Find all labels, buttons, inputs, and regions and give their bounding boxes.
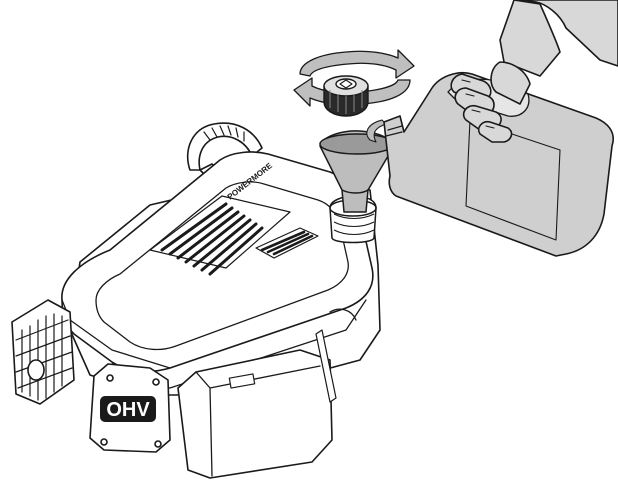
valve-cover-label: OHV [106, 399, 150, 421]
rotation-arrows-icon [293, 49, 415, 107]
oil-container-icon [383, 72, 614, 257]
fuel-tank [177, 349, 333, 479]
lawnmower-engine: POWERMORE OHV [11, 122, 381, 479]
hand [450, 0, 618, 143]
valve-cover: OHV [89, 363, 171, 453]
muffler-guard [11, 299, 75, 405]
shroud-vents [149, 195, 291, 276]
side-vents [255, 227, 319, 259]
funnel-icon [319, 119, 395, 213]
oil-fill-cap-icon [323, 75, 369, 117]
